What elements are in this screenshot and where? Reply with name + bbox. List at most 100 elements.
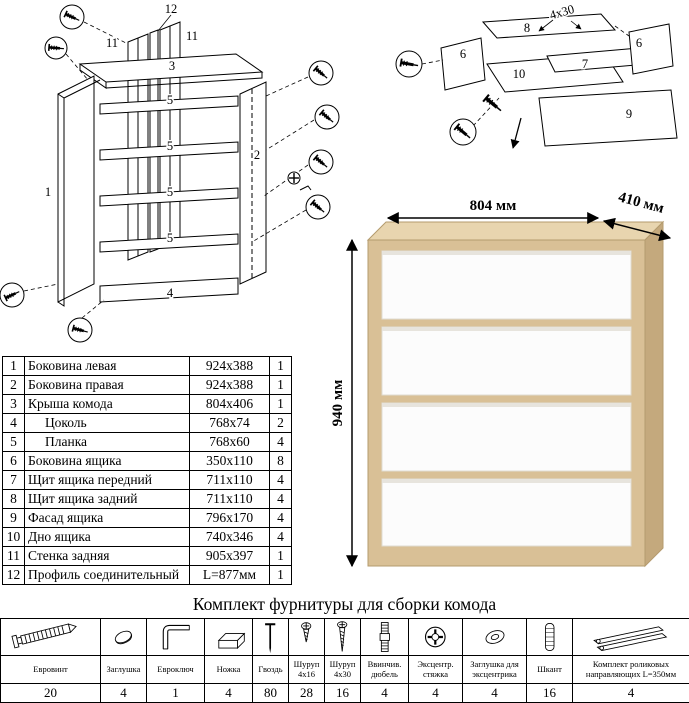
- screw-in-dowel-icon: [372, 620, 398, 654]
- drawer-facade: [539, 90, 677, 146]
- hardware-icon-cell: [463, 619, 527, 656]
- part-num: 3: [3, 395, 25, 414]
- part-num: 5: [3, 433, 25, 452]
- part-num: 4: [3, 414, 25, 433]
- hardware-name: Евровинт: [1, 656, 101, 684]
- hardware-name: Гвоздь: [253, 656, 289, 684]
- hardware-icon-cell: [527, 619, 573, 656]
- cap-icon: [108, 620, 139, 654]
- part-size: 924x388: [190, 376, 270, 395]
- left-side-panel-part: [58, 76, 100, 306]
- hardware-name: Ввинчив. дюбель: [361, 656, 409, 684]
- part-size: 350x110: [190, 452, 270, 471]
- part-size: 740x346: [190, 528, 270, 547]
- part-label-5: 5: [167, 185, 173, 199]
- part-label-5: 5: [167, 93, 173, 107]
- part-name: Щит ящика задний: [25, 490, 190, 509]
- hardware-name: Шуруп 4x16: [289, 656, 325, 684]
- hex-key-icon: [157, 620, 194, 654]
- part-row: 5 Планка 768x60 4: [3, 433, 292, 452]
- hardware-icon-cell: [101, 619, 147, 656]
- part-label-2: 2: [254, 148, 260, 162]
- hardware-name: Комплект роликовых направляющих L=350мм: [573, 656, 689, 684]
- hardware-icon-cell: [573, 619, 689, 656]
- part-qty: 1: [270, 566, 292, 585]
- part-row: 2 Боковина правая 924x388 1: [3, 376, 292, 395]
- height-dimension-label: 940 мм: [330, 380, 346, 427]
- hardware-name: Ножка: [205, 656, 253, 684]
- wood-dowel-icon: [537, 620, 563, 654]
- part-label-7: 7: [582, 57, 588, 71]
- screw-4x30-icon: [332, 620, 352, 654]
- hardware-icon-cell: [205, 619, 253, 656]
- part-name: Цоколь: [25, 414, 190, 433]
- cam-fitting-icon: [288, 172, 311, 190]
- part-qty: 1: [270, 376, 292, 395]
- part-qty: 4: [270, 471, 292, 490]
- hardware-kit-title: Комплект фурнитуры для сборки комода: [0, 594, 689, 615]
- part-num: 1: [3, 357, 25, 376]
- part-label-11: 11: [186, 29, 198, 43]
- back-wall-right-panel: [160, 22, 180, 248]
- part-row: 9 Фасад ящика 796x170 4: [3, 509, 292, 528]
- drawer-back-shield: [483, 14, 615, 38]
- hardware-name: Евроключ: [147, 656, 205, 684]
- part-qty: 4: [270, 509, 292, 528]
- part-size: L=877мм: [190, 566, 270, 585]
- part-label-9: 9: [626, 107, 632, 121]
- part-label-8: 8: [524, 21, 530, 35]
- cam-lock-icon: [420, 620, 451, 654]
- dresser-right-face: [645, 222, 663, 566]
- part-row: 11 Стенка задняя 905x397 1: [3, 547, 292, 566]
- part-qty: 4: [270, 490, 292, 509]
- dresser-render: 804 мм 410 мм 940 мм: [320, 185, 689, 585]
- part-row: 8 Щит ящика задний 711x110 4: [3, 490, 292, 509]
- part-qty: 1: [270, 395, 292, 414]
- dresser-body: [368, 222, 663, 566]
- hardware-icon-cell: [325, 619, 361, 656]
- part-name: Боковина правая: [25, 376, 190, 395]
- width-dimension-label: 804 мм: [470, 198, 517, 214]
- floating-screw-icon: [483, 95, 504, 115]
- hardware-icon-cell: [253, 619, 289, 656]
- part-label-12: 12: [165, 2, 178, 16]
- hardware-icon-cell: [147, 619, 205, 656]
- part-label-6: 6: [460, 47, 466, 61]
- part-num: 6: [3, 452, 25, 471]
- hardware-icon-cell: [409, 619, 463, 656]
- part-label-5: 5: [167, 231, 173, 245]
- hardware-names-row: Евровинт Заглушка Евроключ Ножка Гвоздь …: [1, 656, 689, 684]
- part-size: 711x110: [190, 490, 270, 509]
- part-num: 7: [3, 471, 25, 490]
- right-side-panel-part: [240, 82, 266, 284]
- part-row: 6 Боковина ящика 350x110 8: [3, 452, 292, 471]
- part-row: 3 Крыша комода 804x406 1: [3, 395, 292, 414]
- assembly-direction-arrow: [513, 118, 521, 148]
- part-size: 768x74: [190, 414, 270, 433]
- drawer-side-left: [441, 38, 485, 90]
- drawer-front-3: [382, 403, 631, 471]
- part-label-10: 10: [513, 67, 526, 81]
- drawer-assembly-diagram: 4x30 8 6 6 7 10 9: [387, 2, 689, 192]
- part-size: 924x388: [190, 357, 270, 376]
- part-size: 768x60: [190, 433, 270, 452]
- drawer-slides-icon: [589, 620, 674, 654]
- part-qty: 4: [270, 528, 292, 547]
- part-name: Стенка задняя: [25, 547, 190, 566]
- part-qty: 8: [270, 452, 292, 471]
- leg-icon: [212, 620, 246, 654]
- part-num: 8: [3, 490, 25, 509]
- part-name: Дно ящика: [25, 528, 190, 547]
- part-label-4: 4: [167, 286, 174, 300]
- hardware-name: Шкант: [527, 656, 573, 684]
- part-name: Фасад ящика: [25, 509, 190, 528]
- depth-dimension-label: 410 мм: [616, 189, 665, 217]
- cam-cap-icon: [478, 620, 512, 654]
- part-name: Планка: [25, 433, 190, 452]
- part-name: Щит ящика передний: [25, 471, 190, 490]
- part-name: Крыша комода: [25, 395, 190, 414]
- part-num: 11: [3, 547, 25, 566]
- part-size: 796x170: [190, 509, 270, 528]
- drawer-front-2: [382, 327, 631, 395]
- parts-table: 1 Боковина левая 924x388 1 2 Боковина пр…: [2, 356, 292, 585]
